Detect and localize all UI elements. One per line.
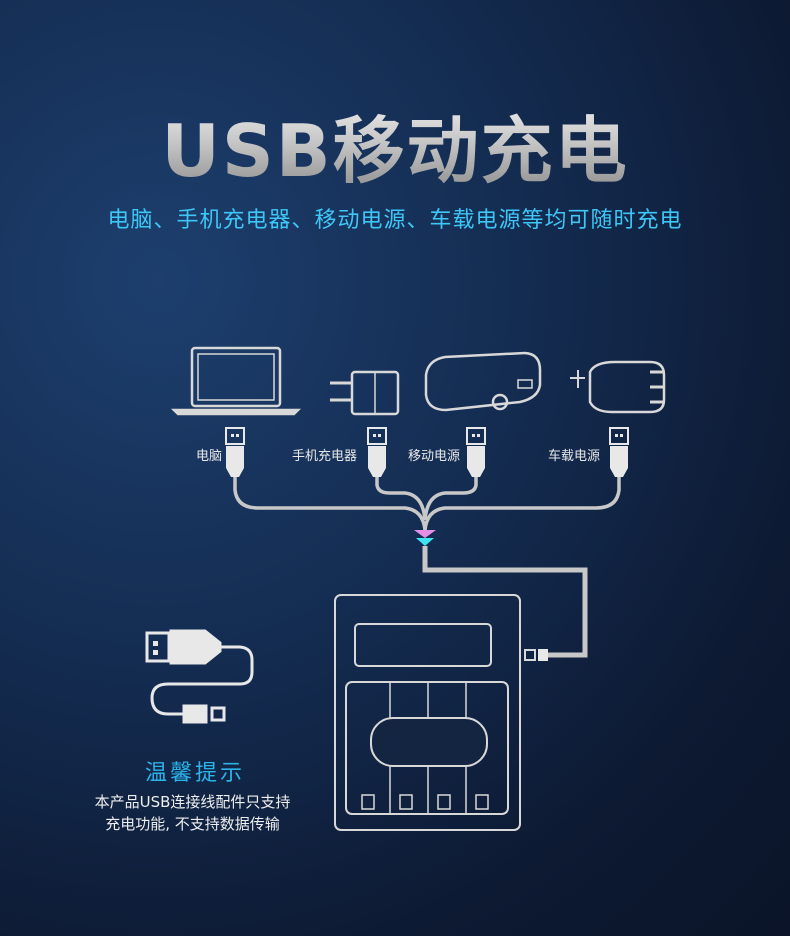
cyan-arrow <box>416 538 434 546</box>
micro-usb-plug-icon <box>524 649 548 661</box>
battery-charger <box>334 594 521 831</box>
laptop-icon <box>170 346 302 416</box>
split-cables <box>233 477 621 531</box>
tip-title: 温馨提示 <box>145 761 246 786</box>
subtitle: 电脑、手机充电器、移动电源、车载电源等均可随时充电 <box>107 208 683 233</box>
pink-arrow <box>414 530 436 538</box>
source-label-power-bank: 移动电源 <box>408 449 461 464</box>
tip-line-1: 本产品USB连接线配件只支持 <box>94 793 291 811</box>
usb-plugs <box>225 427 629 477</box>
car-charger-icon <box>570 360 666 414</box>
tip-line-2: 充电功能, 不支持数据传输 <box>105 815 280 833</box>
source-label-computer: 电脑 <box>196 449 223 464</box>
page-title: USB移动充电 <box>0 92 790 197</box>
main-cable <box>422 546 588 658</box>
source-label-phone-charger: 手机充电器 <box>292 449 358 464</box>
source-label-car-charger: 车载电源 <box>548 449 601 464</box>
power-bank-icon <box>424 351 542 412</box>
wall-charger-icon <box>330 370 400 416</box>
usb-cable-icon <box>145 629 254 724</box>
